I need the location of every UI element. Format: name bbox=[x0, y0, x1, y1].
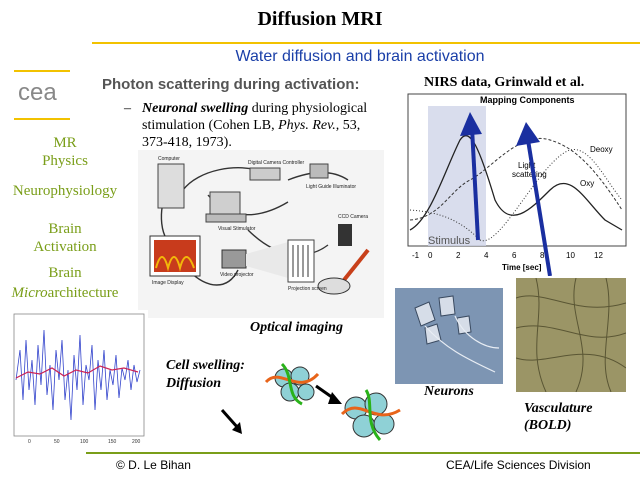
oxy-label: Oxy bbox=[580, 179, 594, 188]
arrow-neurons bbox=[470, 127, 480, 241]
vasculature-caption: Vasculature (BOLD) bbox=[524, 401, 593, 433]
tick-7: 12 bbox=[594, 251, 603, 260]
cell-swelling-caption: Cell swelling: bbox=[166, 358, 245, 373]
arrow-vasculature bbox=[526, 139, 552, 276]
architecture-text: architecture bbox=[47, 285, 119, 301]
diffusion-signal-plot: 0 50 100 150 200 bbox=[8, 310, 148, 450]
sidebar-neurophysiology: Neurophysiology bbox=[12, 183, 118, 199]
diffusion-caption: Diffusion bbox=[166, 376, 221, 391]
label-video-projector: Video projector bbox=[220, 272, 254, 278]
label-computer: Computer bbox=[158, 156, 180, 162]
label-ccd-camera: CCD Camera bbox=[338, 214, 368, 220]
swollen-cells bbox=[344, 392, 395, 438]
bullet-dash: – bbox=[124, 101, 131, 116]
bullet-text-1: during physiological stimulation (Cohen … bbox=[142, 101, 368, 133]
sidebar-microarchitecture: Microarchitecture bbox=[0, 284, 130, 302]
section-heading: Photon scattering during activation: bbox=[102, 76, 360, 93]
label-camera-controller: Digital Camera Controller bbox=[248, 160, 304, 166]
optical-imaging-caption: Optical imaging bbox=[250, 320, 343, 335]
vasculature-micrograph bbox=[516, 278, 626, 392]
label-light-guide: Light Guide Illuminator bbox=[306, 184, 356, 190]
logo-rule-top bbox=[14, 70, 70, 72]
bullet-journal: Phys. Rev., bbox=[278, 118, 340, 133]
logo-rule-bottom bbox=[14, 118, 70, 120]
svg-text:200: 200 bbox=[132, 439, 141, 445]
chart-title: Mapping Components bbox=[480, 95, 575, 105]
footer-division: CEA/Life Sciences Division bbox=[446, 458, 591, 472]
footer-author: © D. Le Bihan bbox=[116, 458, 191, 472]
title-rule bbox=[92, 42, 640, 44]
tick-4: 6 bbox=[512, 251, 517, 260]
sidebar-mr-physics: MR Physics bbox=[42, 135, 88, 169]
micro-italic: Micro bbox=[11, 285, 48, 301]
tick-2: 2 bbox=[456, 251, 461, 260]
sidebar-brain-activation: Brain Activation bbox=[33, 221, 97, 255]
light-scattering-line-2: scattering bbox=[512, 170, 547, 179]
bullet-text-2: 53, 373-418, 1973). bbox=[142, 118, 361, 150]
label-projection-screen: Projection screen bbox=[288, 286, 327, 292]
neurons-caption: Neurons bbox=[424, 384, 474, 399]
cea-logo-text: cea bbox=[18, 79, 57, 106]
tick-5: 8 bbox=[540, 251, 545, 260]
optical-imaging-setup-image: Computer Digital Camera Controller Light… bbox=[138, 150, 384, 318]
stimulus-label: Stimulus bbox=[428, 235, 471, 247]
x-ticks: -1 0 2 4 6 8 10 12 bbox=[412, 251, 603, 260]
tick-1: 0 bbox=[428, 251, 433, 260]
slide-title: Diffusion MRI bbox=[257, 8, 383, 30]
footer-rule bbox=[86, 452, 640, 454]
nirs-title: NIRS data, Grinwald et al. bbox=[424, 75, 585, 90]
label-image-display: Image Display bbox=[152, 280, 184, 286]
bullet-emphasis: Neuronal swelling bbox=[142, 101, 249, 116]
svg-text:50: 50 bbox=[54, 439, 60, 445]
bullet-item: –Neuronal swelling during physiological … bbox=[124, 100, 382, 151]
neurons-micrograph bbox=[395, 288, 503, 384]
svg-text:0: 0 bbox=[28, 439, 31, 445]
label-visual-stimulator: Visual Stimulator bbox=[218, 226, 256, 232]
slide-subtitle: Water diffusion and brain activation bbox=[235, 48, 485, 65]
tick-0: -1 bbox=[412, 251, 420, 260]
x-axis-label: Time [sec] bbox=[502, 263, 542, 272]
deoxy-label: Deoxy bbox=[590, 145, 613, 154]
tick-3: 4 bbox=[484, 251, 489, 260]
svg-text:150: 150 bbox=[108, 439, 117, 445]
down-arrow bbox=[220, 409, 240, 429]
tick-6: 10 bbox=[566, 251, 575, 260]
sidebar-brain: Brain bbox=[48, 265, 82, 281]
cell-swelling-diagram bbox=[220, 362, 401, 441]
light-scattering-line-1: Light bbox=[518, 161, 536, 170]
cea-logo: cea bbox=[18, 79, 57, 106]
svg-text:100: 100 bbox=[80, 439, 89, 445]
